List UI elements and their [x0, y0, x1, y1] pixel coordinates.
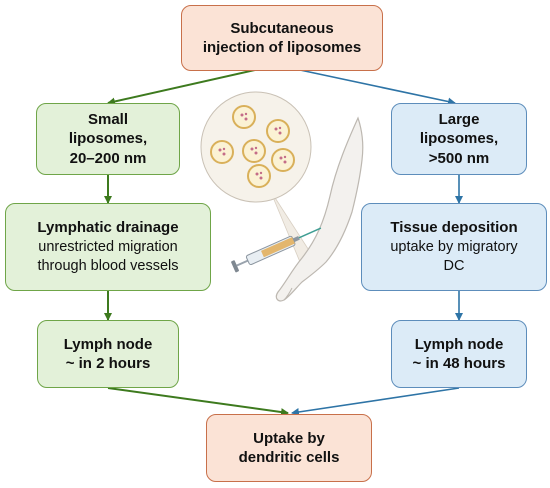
arrow-top-to-large [299, 69, 456, 106]
arrow-top-to-small [107, 69, 256, 106]
subcutaneous-injection-box: Subcutaneous injection of liposomes [181, 5, 383, 71]
deposition-line-1: uptake by migratory [390, 238, 518, 255]
node-right-line-2: ~ in 48 hours [412, 355, 506, 372]
drainage-title: Lymphatic drainage [37, 219, 179, 237]
lymphatic-drainage-box: Lymphatic drainage unrestricted migratio… [5, 203, 211, 291]
tissue-deposition-box: Tissue deposition uptake by migratory DC [361, 203, 547, 291]
small-line-1: Small [87, 110, 129, 128]
node-left-line-1: Lymph node [63, 335, 153, 353]
arrow-node-left-to-uptake [107, 387, 289, 416]
large-liposomes-box: Large liposomes, >500 nm [391, 103, 527, 175]
small-line-3: 20–200 nm [69, 149, 147, 167]
lymph-node-left-box: Lymph node ~ in 2 hours [37, 320, 179, 388]
lymph-node-right-box: Lymph node ~ in 48 hours [391, 320, 527, 388]
large-line-3: >500 nm [428, 149, 490, 167]
large-line-1: Large [438, 110, 480, 128]
drainage-line-1: unrestricted migration [38, 238, 178, 255]
small-liposomes-box: Small liposomes, 20–200 nm [36, 103, 180, 175]
uptake-dendritic-cells-box: Uptake by dendritic cells [206, 414, 372, 482]
large-line-2: liposomes, [419, 130, 499, 148]
bottom-line-1: Uptake by [253, 429, 325, 447]
drainage-line-2: through blood vessels [37, 257, 179, 274]
top-line-1: Subcutaneous [230, 19, 334, 37]
deposition-line-2: DC [443, 257, 465, 274]
bottom-line-2: dendritic cells [238, 449, 340, 466]
node-right-line-1: Lymph node [414, 335, 504, 353]
deposition-title: Tissue deposition [390, 219, 518, 237]
top-line-2: injection of liposomes [202, 39, 362, 56]
node-left-line-2: ~ in 2 hours [65, 355, 151, 372]
arm-syringe-liposomes-illustration [200, 91, 364, 302]
small-line-2: liposomes, [68, 130, 148, 148]
arrow-node-right-to-uptake [291, 387, 460, 416]
